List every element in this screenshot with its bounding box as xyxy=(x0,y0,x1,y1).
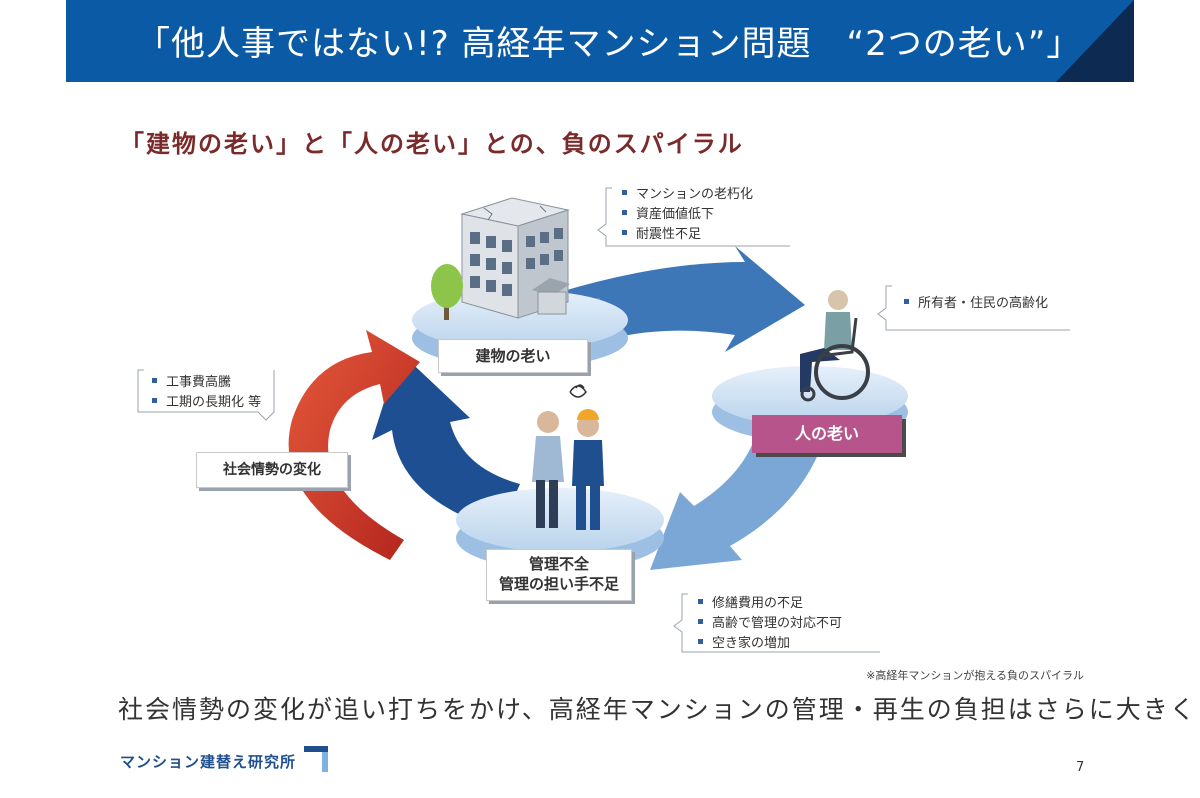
callout-item: 工事費高騰 xyxy=(152,373,261,393)
cycle-arrow-management-to-building xyxy=(372,352,520,530)
node-management-line2: 管理の担い手不足 xyxy=(498,575,619,593)
confused-scribble-icon xyxy=(569,384,587,398)
worker-right xyxy=(572,409,604,530)
summary-text: 社会情勢の変化が追い打ちをかけ、高経年マンションの管理・再生の負担はさらに大きく xyxy=(118,695,1197,724)
callout-item: 空き家の増加 xyxy=(698,634,842,654)
header-corner-accent xyxy=(1056,0,1134,82)
cycle-arrow-people-to-management xyxy=(650,418,830,570)
callout-item: 修繕費用の不足 xyxy=(698,594,842,614)
header-bar: 「他人事ではない!? 高経年マンション問題 “2つの老い”」 xyxy=(66,0,1134,82)
callout-item: 所有者・住民の高齢化 xyxy=(904,294,1048,314)
building-illustration xyxy=(460,197,570,319)
callout-people: 所有者・住民の高齢化 xyxy=(904,294,1048,314)
wheelchair-person-illustration xyxy=(800,290,870,402)
slide-subtitle: 「建物の老い」と「人の老い」との、負のスパイラル xyxy=(120,130,744,158)
callout-item: マンションの老朽化 xyxy=(622,185,753,205)
workers-illustration xyxy=(532,384,604,530)
callout-item: 高齢で管理の対応不可 xyxy=(698,614,842,634)
callout-item: 資産価値低下 xyxy=(622,205,753,225)
node-social-change-label: 社会情勢の変化 xyxy=(223,462,321,478)
node-people-aging: 人の老い xyxy=(752,415,902,453)
node-management-line1: 管理不全 xyxy=(528,555,589,573)
logo-text: マンション建替え研究所 xyxy=(120,753,297,771)
social-change-arrow xyxy=(288,330,420,560)
callout-item: 耐震性不足 xyxy=(622,225,753,245)
slide-title: 「他人事ではない!? 高経年マンション問題 “2つの老い”」 xyxy=(136,24,1082,64)
callout-building: マンションの老朽化 資産価値低下 耐震性不足 xyxy=(622,185,753,245)
node-building-aging: 建物の老い xyxy=(438,339,588,373)
page-number: 7 xyxy=(1076,760,1085,775)
callout-management: 修繕費用の不足 高齢で管理の対応不可 空き家の増加 xyxy=(698,594,842,654)
node-social-change: 社会情勢の変化 xyxy=(196,452,348,488)
worker-left xyxy=(532,411,564,528)
tree-icon xyxy=(431,264,463,320)
node-building-aging-label: 建物の老い xyxy=(475,347,551,365)
node-people-aging-label: 人の老い xyxy=(794,424,859,443)
node-management-failure: 管理不全 管理の担い手不足 xyxy=(486,549,632,601)
company-logo: マンション建替え研究所 xyxy=(120,742,334,772)
callout-item: 工期の長期化 等 xyxy=(152,393,261,413)
logo-mark-icon xyxy=(304,746,329,772)
figure-note: ※高経年マンションが抱える負のスパイラル xyxy=(866,669,1084,682)
callout-social: 工事費高騰 工期の長期化 等 xyxy=(152,373,261,413)
